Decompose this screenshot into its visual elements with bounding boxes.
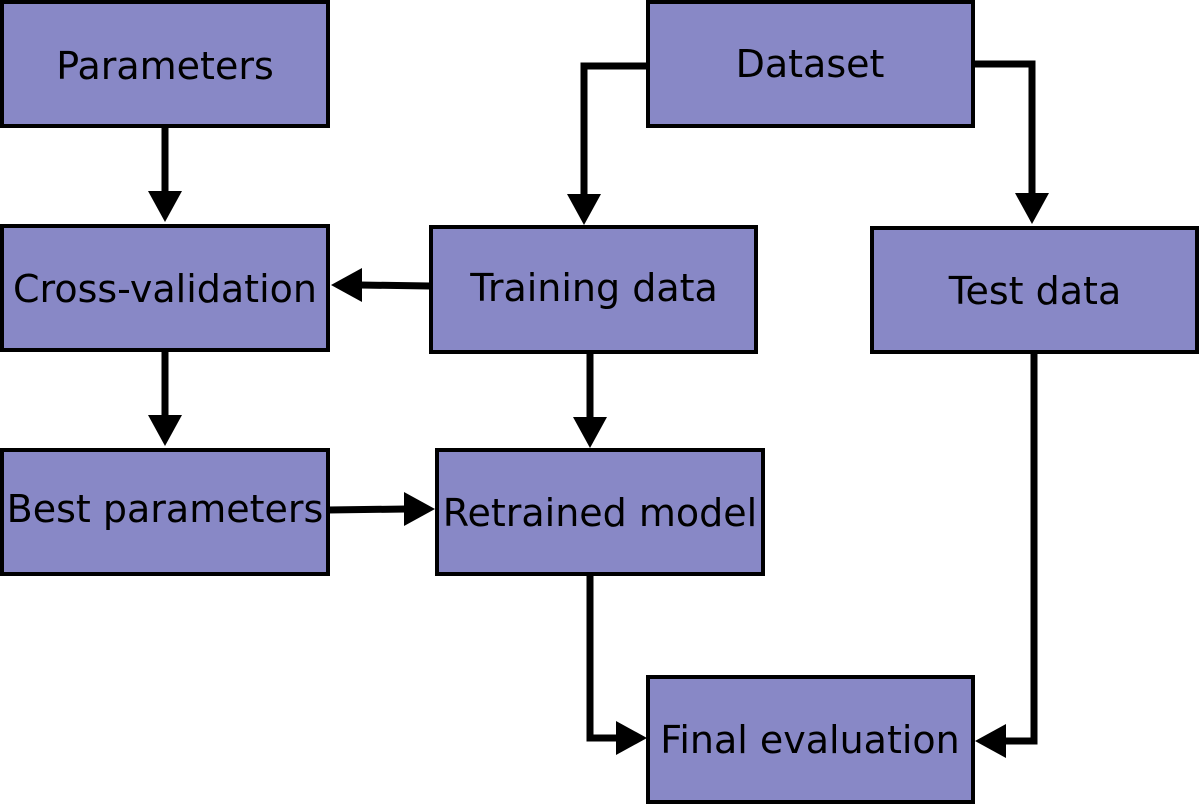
node-parameters: Parameters — [0, 0, 330, 128]
node-final-evaluation: Final evaluation — [646, 675, 975, 804]
node-retrained-model-label: Retrained model — [443, 491, 757, 535]
node-cross-validation: Cross-validation — [0, 224, 330, 352]
node-cross-validation-label: Cross-validation — [13, 267, 317, 311]
edge-dataset-to-test-data — [973, 60, 1049, 224]
node-best-parameters-label: Best parameters — [7, 487, 324, 531]
node-parameters-label: Parameters — [56, 44, 274, 88]
node-test-data-label: Test data — [948, 269, 1122, 313]
edge-best-parameters-to-retrained-model — [327, 492, 435, 526]
edge-cross-validation-to-best-parameters — [148, 351, 182, 446]
edge-parameters-to-cross-validation — [148, 128, 182, 222]
node-test-data: Test data — [870, 226, 1199, 354]
edge-training-data-to-cross-validation — [331, 268, 431, 302]
node-dataset: Dataset — [646, 0, 975, 128]
node-training-data-label: Training data — [469, 266, 718, 310]
node-retrained-model: Retrained model — [435, 448, 765, 576]
node-dataset-label: Dataset — [736, 42, 885, 86]
node-best-parameters: Best parameters — [0, 448, 330, 576]
edge-retrained-model-to-final-evaluation — [586, 575, 647, 755]
node-training-data: Training data — [429, 225, 758, 354]
connectors — [148, 60, 1049, 758]
edge-dataset-to-training-data — [567, 62, 646, 225]
edge-training-data-to-retrained-model — [573, 353, 607, 448]
edge-test-data-to-final-evaluation — [975, 352, 1038, 758]
node-final-evaluation-label: Final evaluation — [660, 718, 960, 762]
